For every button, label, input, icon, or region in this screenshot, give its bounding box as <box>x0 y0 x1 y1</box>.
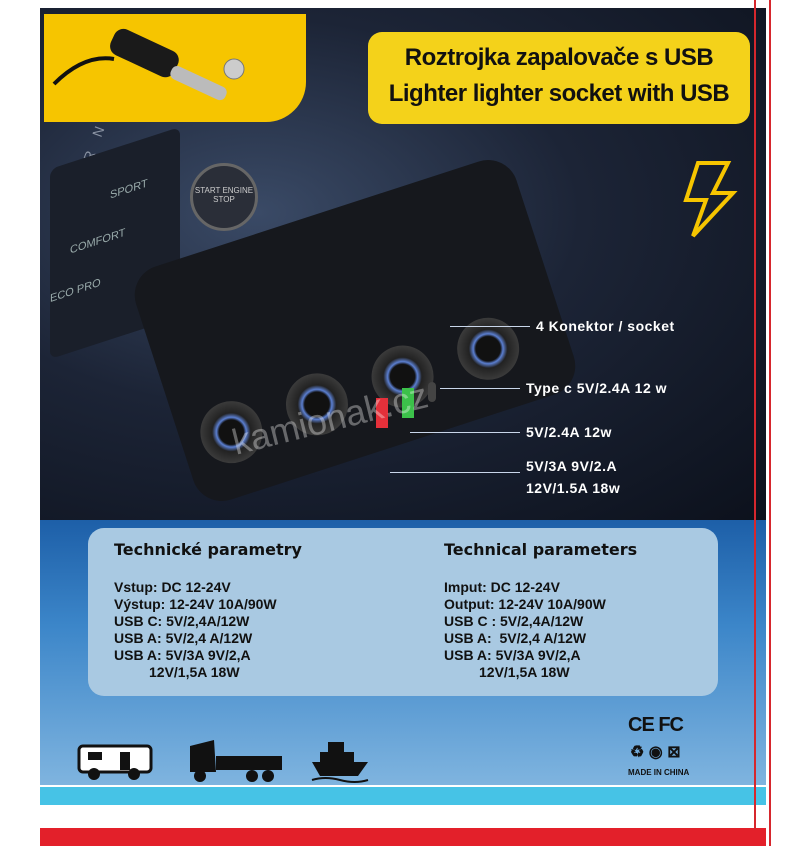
callout-line <box>410 432 520 433</box>
specs-en: Technical parameters Imput: DC 12-24V Ou… <box>444 540 637 681</box>
start-button-image: START ENGINE STOP <box>190 163 258 231</box>
usb-a-port <box>402 388 414 418</box>
spec-line: Vstup: DC 12-24V <box>114 579 231 595</box>
plug-image-box <box>44 14 306 122</box>
truck-icon <box>190 740 282 782</box>
spec-line: 12V/1,5A 18W <box>114 664 240 680</box>
callout-usb-qc: 5V/3A 9V/2.A <box>526 458 618 474</box>
lightning-icon <box>683 161 738 238</box>
callout-usb-qc-2: 12V/1.5A 18w <box>526 480 621 496</box>
callout-line <box>450 326 530 327</box>
spec-line: USB C : 5V/2,4A/12W <box>444 613 584 629</box>
boat-icon <box>311 742 369 783</box>
title-cz: Roztrojka zapalovače s USB <box>404 44 714 71</box>
usb-a-qc-port <box>376 398 388 428</box>
specs-cz-heading: Technické parametry <box>114 540 302 559</box>
recycling-icons: ♻ ◉ ⊠ <box>630 744 681 761</box>
spec-line: Output: 12-24V 10A/90W <box>444 596 606 612</box>
callout-usb-a: 5V/2.4A 12w <box>526 424 612 440</box>
callout-line <box>390 472 520 473</box>
cyan-stripe <box>40 785 766 805</box>
specs-cz: Technické parametry Vstup: DC 12-24V Výs… <box>114 540 302 681</box>
specs-en-heading: Technical parameters <box>444 540 638 559</box>
callout-type-c: Type c 5V/2.4A 12 w <box>526 380 668 396</box>
callout-sockets: 4 Konektor / socket <box>536 318 675 334</box>
title-box: Roztrojka zapalovače s USB Lighter light… <box>368 32 750 124</box>
camper-icon <box>77 744 153 780</box>
callout-line <box>440 388 520 389</box>
spec-line: Výstup: 12-24V 10A/90W <box>114 596 277 612</box>
socket <box>449 309 528 388</box>
ce-fcc-marks: CE FC <box>628 714 684 736</box>
title-en: Lighter lighter socket with USB <box>388 80 730 107</box>
spec-line: Imput: DC 12-24V <box>444 579 560 595</box>
spec-line: USB A: 5V/3A 9V/2,A <box>444 647 581 663</box>
spec-line: USB C: 5V/2,4A/12W <box>114 613 250 629</box>
made-in-china: MADE IN CHINA <box>628 768 690 777</box>
red-border-line <box>769 0 771 846</box>
usb-c-port <box>428 382 436 402</box>
spec-line: USB A: 5V/2,4 A/12W <box>114 630 253 646</box>
red-bar <box>40 828 766 846</box>
spec-line: USB A: 5V/3A 9V/2,A <box>114 647 251 663</box>
plug-icon <box>52 28 245 101</box>
spec-line: 12V/1,5A 18W <box>444 664 570 680</box>
red-border-line <box>754 0 756 830</box>
specs-panel: Technické parametry Vstup: DC 12-24V Výs… <box>88 528 718 696</box>
spec-line: USB A: 5V/2,4 A/12W <box>444 630 587 646</box>
